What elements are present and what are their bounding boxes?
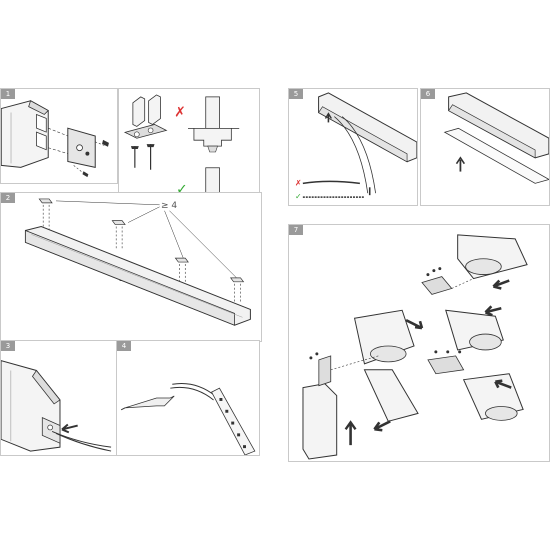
arrow-icon bbox=[494, 379, 512, 389]
connectors-illustration bbox=[302, 234, 528, 460]
wrong-mark: ✗ bbox=[174, 105, 186, 121]
arrow-icon bbox=[492, 279, 510, 290]
arrow-icon bbox=[61, 423, 78, 434]
spacing-label: ≥ 4 bbox=[161, 201, 178, 211]
right-mark: ✓ bbox=[176, 181, 188, 197]
wire-exit-illustration bbox=[1, 360, 112, 452]
step-badge: 7 bbox=[289, 225, 303, 235]
arrow-icon bbox=[373, 420, 391, 432]
mounting-illustration bbox=[24, 198, 251, 326]
panel-strip-insert: 5 ✗ ✓ bbox=[288, 88, 418, 206]
step-badge: 2 bbox=[1, 193, 15, 203]
step-badge: 3 bbox=[1, 341, 15, 351]
step-badge: 4 bbox=[117, 341, 131, 351]
panel-wire-exit: 3 bbox=[0, 340, 118, 456]
soldering-illustration bbox=[120, 383, 256, 455]
step-badge: 5 bbox=[289, 89, 303, 99]
arrow-icon bbox=[484, 305, 502, 317]
step-badge: 6 bbox=[421, 89, 435, 99]
panel-connectors: 7 bbox=[288, 224, 550, 462]
right-mark: ✓ bbox=[295, 192, 302, 201]
panel-end-cap: 1 bbox=[0, 88, 118, 184]
wrong-mark: ✗ bbox=[295, 178, 302, 187]
panel-diffuser: 6 bbox=[420, 88, 550, 206]
panel-mounting: 2 ≥ 4 2 M bbox=[0, 192, 262, 342]
arrow-icon bbox=[405, 319, 424, 330]
step-badge: 1 bbox=[1, 89, 15, 99]
strip-insert-illustration: ✗ ✓ bbox=[295, 92, 417, 201]
end-cap-illustration bbox=[1, 100, 109, 178]
panel-soldering: 4 bbox=[116, 340, 260, 456]
diffuser-illustration bbox=[443, 92, 549, 184]
arrow-icon bbox=[344, 420, 357, 430]
